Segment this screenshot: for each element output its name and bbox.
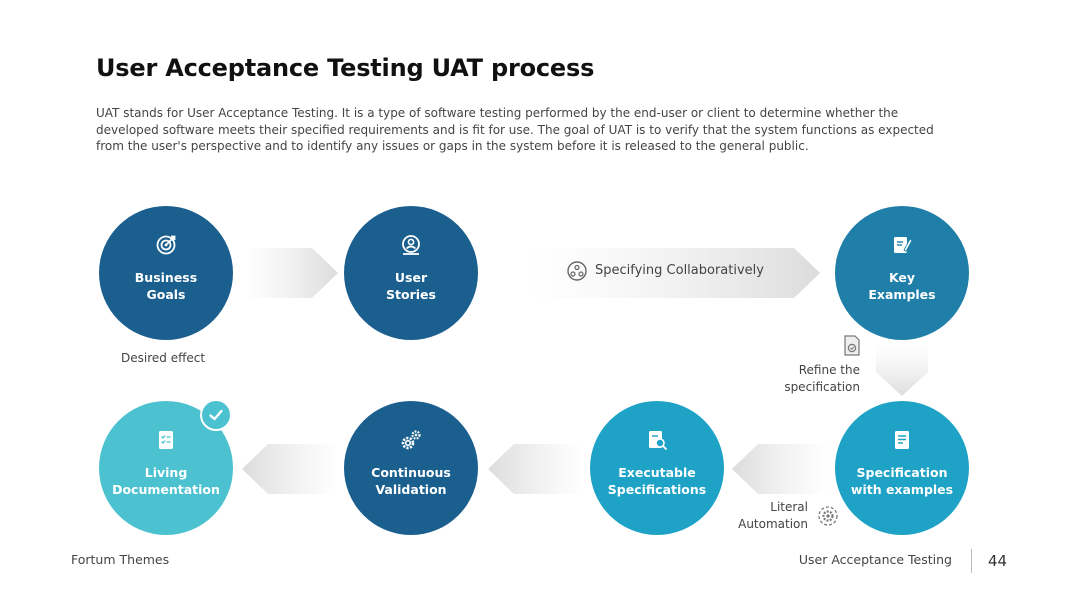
- check-icon: [209, 409, 223, 421]
- step-label: Specification with examples: [850, 465, 954, 497]
- user-search-icon: [402, 235, 420, 255]
- refine-document-icon: [844, 335, 860, 356]
- arrow-spec-to-executable: [732, 444, 828, 494]
- page-number: 44: [988, 552, 1008, 570]
- checklist-icon: [159, 431, 173, 449]
- step-label: Continuous Validation: [371, 465, 451, 497]
- step-business-goals: Business Goals: [99, 206, 233, 340]
- arrow-validation-to-documentation: [242, 444, 338, 494]
- slide-description: UAT stands for User Acceptance Testing. …: [96, 106, 934, 153]
- step-user-stories: User Stories: [344, 206, 478, 340]
- edit-document-icon: [894, 237, 913, 253]
- gears-icon: [401, 430, 421, 450]
- step-label: Business Goals: [134, 270, 198, 302]
- footer-brand: Fortum Themes: [71, 552, 170, 567]
- literal-automation-note: Literal Automation: [738, 500, 808, 531]
- document-list-icon: [895, 431, 909, 449]
- document-search-icon: [649, 431, 668, 451]
- arrow-executable-to-validation: [488, 444, 584, 494]
- footer-section: User Acceptance Testing: [798, 552, 952, 567]
- step-key-examples: Key Examples: [835, 206, 969, 340]
- step-continuous-validation: Continuous Validation: [344, 401, 478, 535]
- step-label: User Stories: [386, 270, 436, 302]
- arrow-goals-to-stories: [246, 248, 338, 298]
- target-icon: [156, 235, 176, 255]
- desired-effect-note: Desired effect: [121, 351, 206, 365]
- step-specification-with-examples: Specification with examples: [835, 401, 969, 535]
- arrow-stories-to-examples: [528, 248, 820, 298]
- step-label: Executable Specifications: [607, 465, 707, 497]
- step-executable-specifications: Executable Specifications: [590, 401, 724, 535]
- slide-title: User Acceptance Testing UAT process: [96, 54, 595, 82]
- arrow-examples-to-spec: [876, 344, 928, 396]
- specifying-collaboratively-label: Specifying Collaboratively: [595, 263, 764, 278]
- automation-gear-icon: [818, 506, 838, 526]
- step-label: Key Examples: [868, 270, 936, 302]
- step-label: Living Documentation: [112, 465, 220, 497]
- refine-specification-note: Refine the specification: [784, 363, 860, 394]
- collaboration-icon: [567, 261, 587, 281]
- footer-divider: [971, 549, 972, 573]
- check-badge: [200, 399, 232, 431]
